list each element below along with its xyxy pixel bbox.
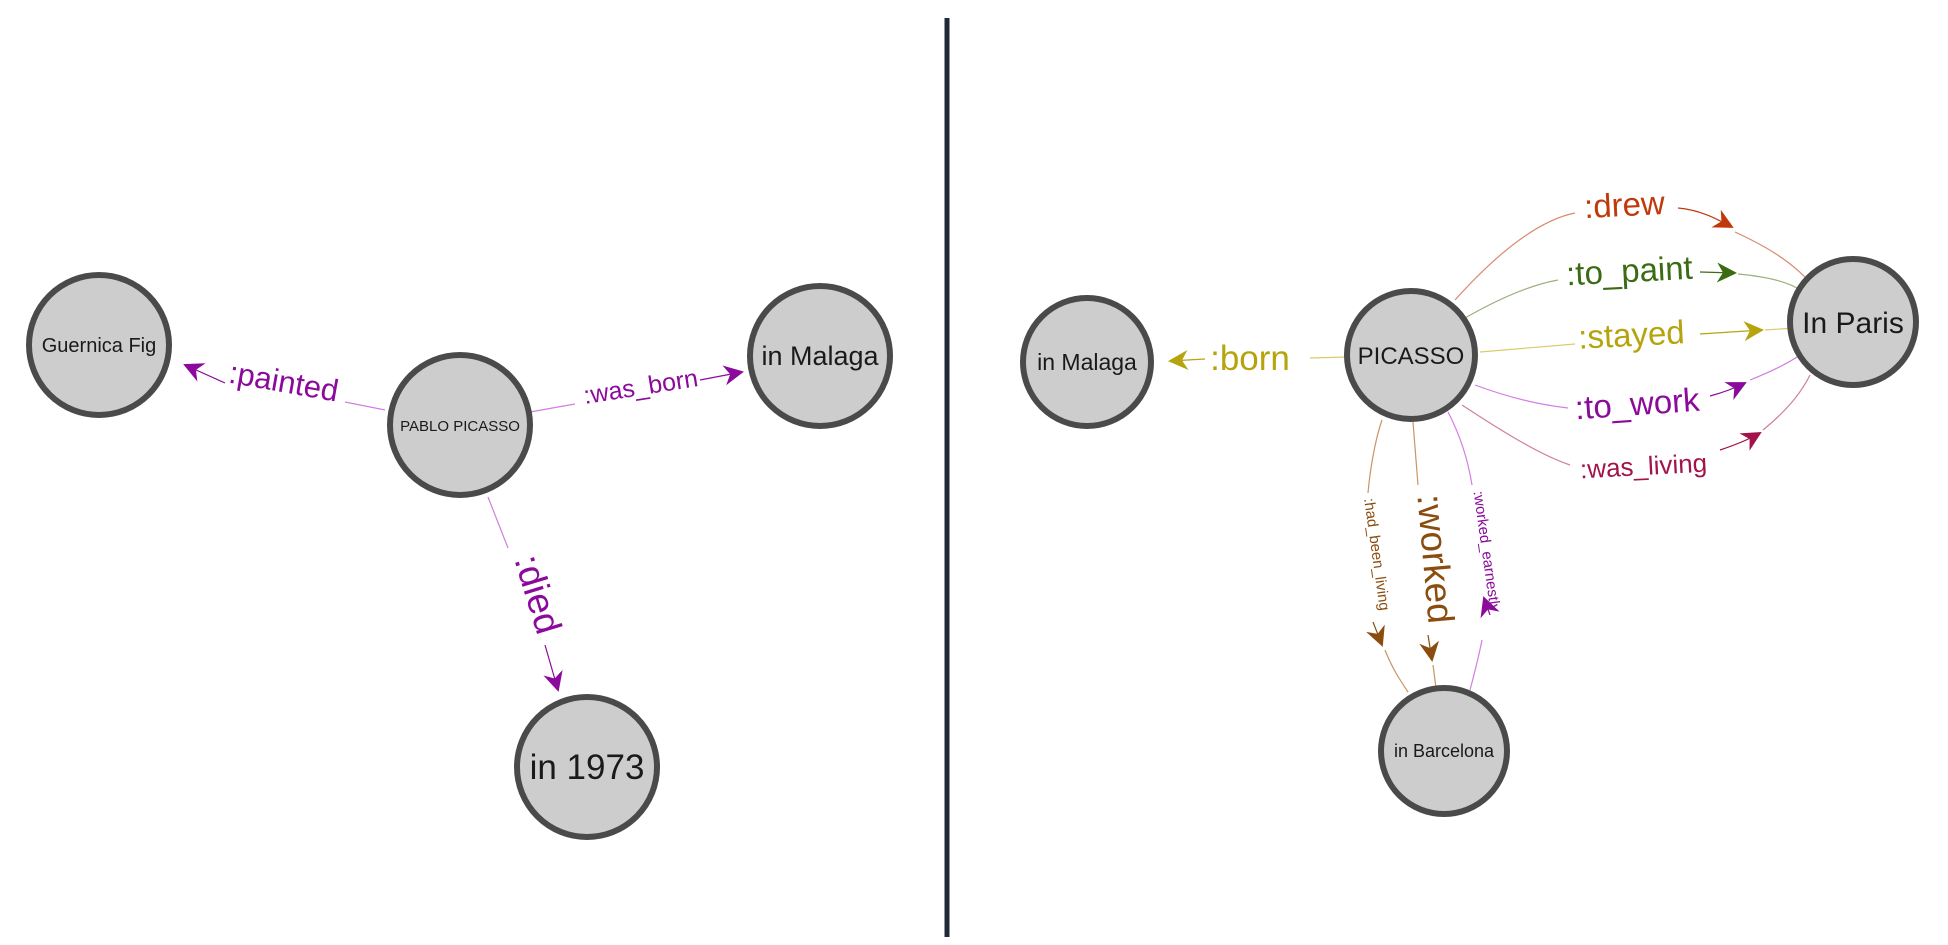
edge-to-paint[interactable]: :to_paint <box>1464 249 1801 319</box>
node-label-in-paris: In Paris <box>1802 307 1904 340</box>
right-graph: :born :drew :to_paint :stayed <box>1020 184 1919 817</box>
node-in-barcelona[interactable]: in Barcelona <box>1378 685 1510 817</box>
node-label-in-malaga-right: in Malaga <box>1037 349 1137 375</box>
edge-worked[interactable]: :worked <box>1409 421 1462 689</box>
node-in-malaga-right[interactable]: in Malaga <box>1020 295 1154 429</box>
edge-label-painted: :painted <box>226 355 341 409</box>
edge-label-stayed: :stayed <box>1577 313 1685 356</box>
node-guernica-fig[interactable]: Guernica Fig <box>26 272 172 418</box>
edge-label-worked: :worked <box>1409 493 1461 626</box>
node-label-in-barcelona: in Barcelona <box>1394 741 1495 761</box>
edge-to-work[interactable]: :to_work <box>1474 354 1801 427</box>
edge-label-to-work: :to_work <box>1574 381 1701 427</box>
node-pablo-picasso[interactable]: PABLO PICASSO <box>387 352 533 498</box>
node-in-malaga-left[interactable]: in Malaga <box>747 283 893 429</box>
edge-was-living[interactable]: :was_living <box>1461 374 1811 485</box>
node-label-guernica-fig: Guernica Fig <box>42 335 157 357</box>
edge-died[interactable]: :died <box>487 496 570 692</box>
edge-label-to-paint: :to_paint <box>1565 249 1693 293</box>
node-label-in-1973: in 1973 <box>530 748 645 787</box>
edge-drew[interactable]: :drew <box>1454 184 1807 301</box>
node-label-picasso: PICASSO <box>1358 343 1465 370</box>
edge-painted[interactable]: :painted <box>183 355 386 411</box>
node-in-paris[interactable]: In Paris <box>1787 256 1919 388</box>
node-label-pablo-picasso: PABLO PICASSO <box>400 418 520 435</box>
edge-label-born: :born <box>1210 339 1290 378</box>
edge-label-had-been-living: :had_been_living <box>1360 497 1393 612</box>
edge-label-drew: :drew <box>1583 184 1666 225</box>
node-label-in-malaga-left: in Malaga <box>761 341 879 371</box>
node-in-1973[interactable]: in 1973 <box>514 694 660 840</box>
edge-label-was-living: :was_living <box>1579 448 1708 485</box>
left-graph: :painted :was_born :died PABLO PICASSO G… <box>26 272 893 840</box>
edge-born[interactable]: :born <box>1168 339 1349 378</box>
edge-label-worked-earnestly: :worked_earnestly <box>1470 490 1504 613</box>
edge-stayed[interactable]: :stayed <box>1479 313 1796 356</box>
node-picasso[interactable]: PICASSO <box>1344 288 1478 422</box>
edge-label-died: :died <box>507 550 570 639</box>
edge-had-been-living[interactable]: :had_been_living <box>1360 419 1409 693</box>
edge-label-was-born: :was_born <box>582 364 700 410</box>
edge-was-born[interactable]: :was_born <box>529 364 744 413</box>
